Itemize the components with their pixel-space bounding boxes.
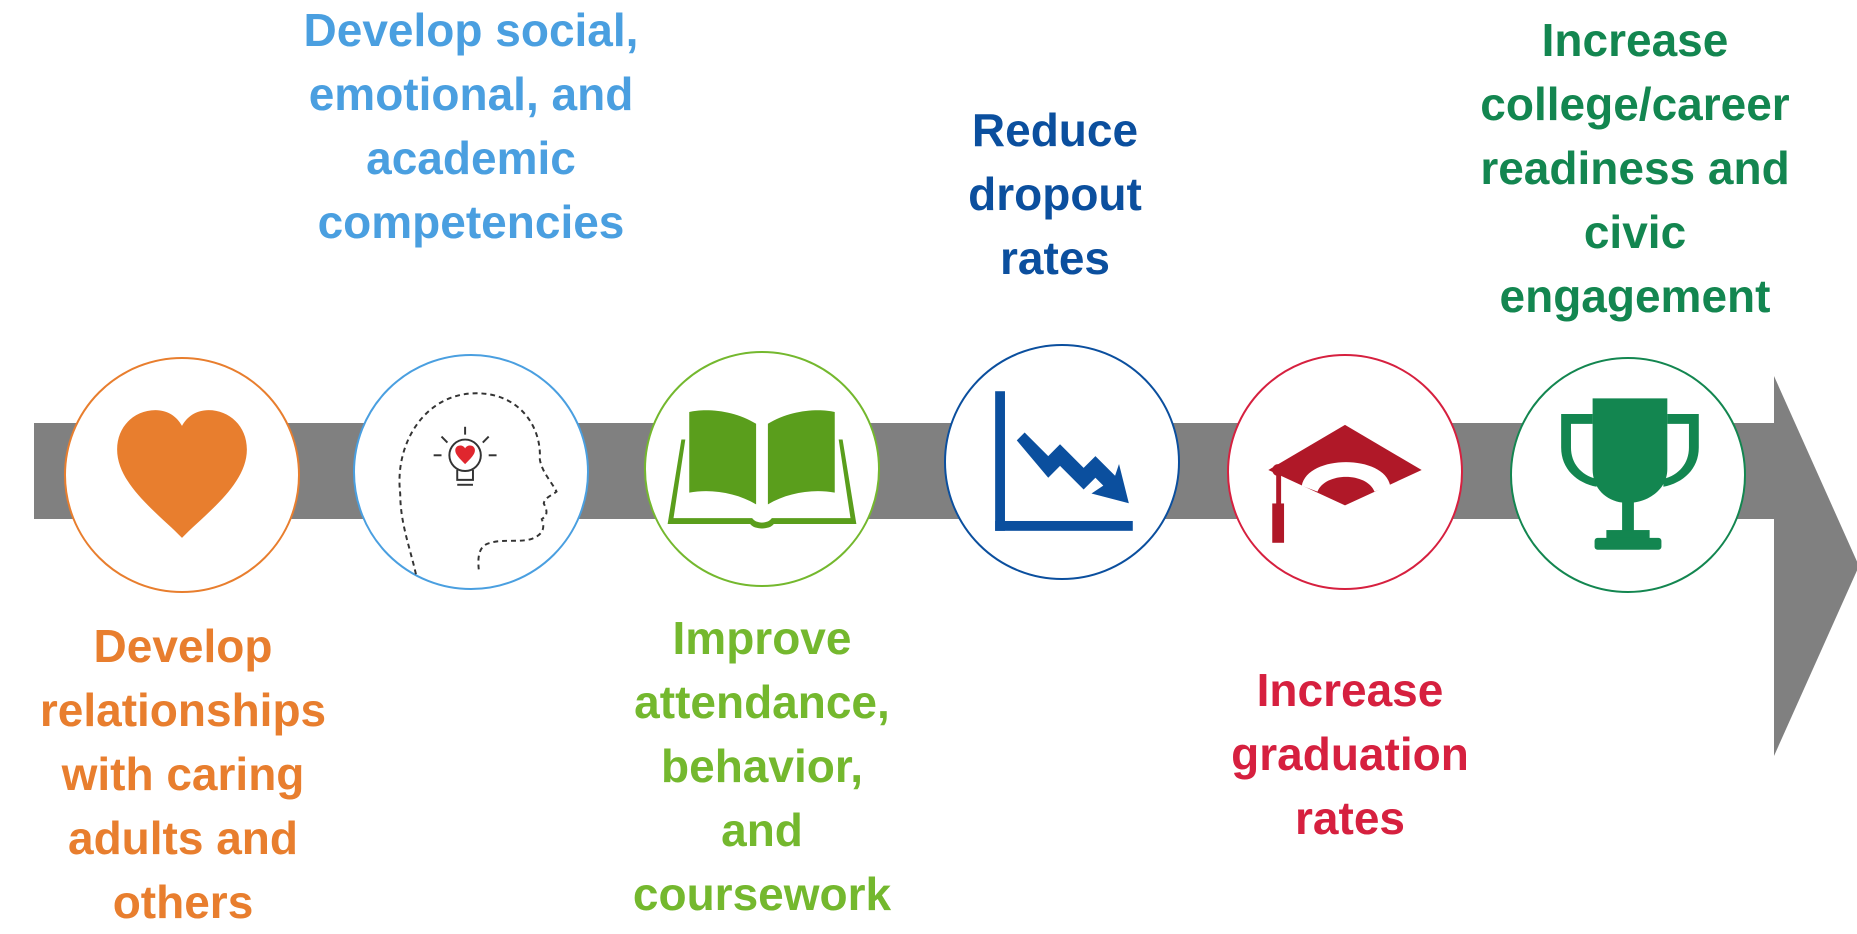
graduation-cap-icon: [1268, 424, 1422, 543]
step-2-circle: [353, 354, 589, 590]
step-3-circle: [644, 351, 880, 587]
step-5-label: Increase graduation rates: [1231, 664, 1469, 844]
step-5-circle: [1227, 354, 1463, 590]
declining-chart-icon: [995, 391, 1133, 531]
step-6-circle: [1510, 357, 1746, 593]
trophy-icon: [1561, 398, 1699, 550]
arrow-head: [1774, 376, 1857, 756]
step-6-label: Increase college/career readiness and ci…: [1480, 14, 1790, 322]
step-4-label: Reduce dropout rates: [968, 104, 1142, 284]
arrow-bar: [34, 423, 1774, 519]
open-book-icon: [667, 410, 857, 529]
head-lightbulb-icon: [398, 392, 558, 575]
step-1-label: Develop relationships with caring adults…: [39, 620, 327, 928]
heart-icon: [117, 410, 247, 538]
step-4-circle: [944, 344, 1180, 580]
step-2-label: Develop social, emotional, and academic …: [303, 4, 639, 248]
step-1-circle: [64, 357, 300, 593]
step-3-label: Improve attendance, behavior, and course…: [632, 612, 892, 920]
